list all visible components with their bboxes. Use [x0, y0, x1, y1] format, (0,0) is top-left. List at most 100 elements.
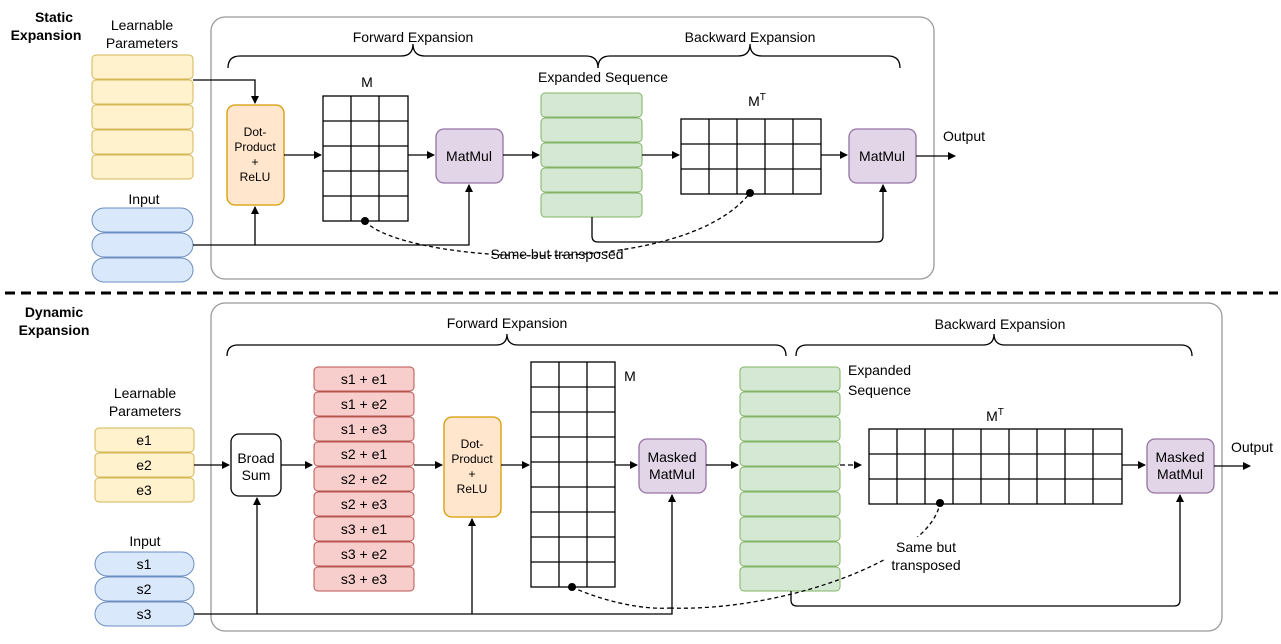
dot-product-text: + [251, 155, 258, 169]
dynamic-same-transposed-2: transposed [891, 557, 960, 573]
dynamic-section: Dynamic Expansion Learnable Parameters e… [19, 302, 1273, 632]
dynamic-expanded-seq-label-2: Sequence [848, 382, 911, 398]
static-input-label: Input [128, 191, 159, 207]
broadcast-sums: s1 + e1 s1 + e2 s1 + e3 s2 + e1 s2 + e2 … [313, 366, 415, 592]
dot-product-text: + [468, 467, 475, 481]
param-block [91, 154, 194, 180]
static-output-label: Output [943, 128, 985, 144]
broad-sum-text: Broad [237, 450, 274, 466]
dot-product-text: ReLU [457, 482, 488, 496]
seq-block [739, 391, 841, 417]
dynamic-section-title-line1: Dynamic [25, 304, 84, 320]
seq-block [540, 92, 643, 118]
sum-label: s1 + e3 [341, 421, 388, 437]
static-section-title-line2: Expansion [11, 27, 82, 43]
static-mt-label: MT [748, 92, 766, 109]
sum-block [313, 541, 415, 567]
dot-product-relu-box [443, 416, 502, 518]
dot-product-text: Product [234, 140, 276, 154]
input-label: s3 [137, 606, 152, 622]
dynamic-forward-label: Forward Expansion [447, 315, 568, 331]
seq-block [739, 516, 841, 542]
input-label: s2 [137, 581, 152, 597]
dynamic-connectors [194, 461, 1251, 615]
input-token [91, 207, 194, 233]
dynamic-container [210, 302, 1223, 632]
dynamic-learnable-label-2: Parameters [109, 403, 181, 419]
seq-block [739, 416, 841, 442]
sum-label: s3 + e2 [341, 546, 388, 562]
static-m-label: M [361, 74, 373, 90]
dynamic-section-title-line2: Expansion [19, 322, 90, 338]
param-block [91, 54, 194, 80]
seq-block [739, 541, 841, 567]
seq-block [540, 117, 643, 143]
sum-label: s2 + e1 [341, 446, 388, 462]
static-section: Static Expansion Learnable Parameters In… [11, 9, 985, 283]
seq-block [540, 167, 643, 193]
input-token [94, 576, 195, 602]
broad-sum-text: Sum [242, 467, 271, 483]
seq-block [739, 566, 841, 592]
backward-brace [795, 333, 1193, 357]
forward-brace [226, 333, 787, 357]
dot-product-text: Product [451, 452, 493, 466]
sum-block [313, 566, 415, 592]
dynamic-input-tokens: s1 s2 s3 [94, 551, 195, 627]
dynamic-expanded-seq-label-1: Expanded [848, 362, 911, 378]
seq-block [739, 441, 841, 467]
static-forward-label: Forward Expansion [353, 29, 474, 45]
static-section-title-line1: Static [35, 9, 73, 25]
input-token [94, 551, 195, 577]
backward-brace [597, 43, 901, 69]
sum-block [313, 416, 415, 442]
input-token [91, 257, 194, 283]
masked-matmul-text: Masked [647, 449, 696, 465]
matmul-box [435, 128, 504, 184]
sum-label: s2 + e3 [341, 496, 388, 512]
dot-product-text: Dot- [461, 437, 484, 451]
dot-product-text: ReLU [240, 170, 271, 184]
static-input-tokens [91, 207, 194, 283]
sum-block [313, 466, 415, 492]
sum-label: s3 + e3 [341, 571, 388, 587]
param-block [94, 427, 195, 453]
dynamic-learnable-label-1: Learnable [114, 385, 176, 401]
param-label: e2 [136, 457, 152, 473]
static-learnable-label-2: Parameters [106, 35, 178, 51]
same-transposed-bg [885, 537, 967, 575]
param-label: e3 [136, 482, 152, 498]
matmul-text: MatMul [446, 148, 492, 164]
masked-matmul-box [638, 438, 707, 494]
static-container [210, 16, 935, 280]
sum-label: s2 + e2 [341, 471, 388, 487]
sum-label: s1 + e1 [341, 371, 388, 387]
seq-block [739, 466, 841, 492]
seq-block [739, 366, 841, 392]
param-block [91, 104, 194, 130]
sum-label: s1 + e2 [341, 396, 388, 412]
input-label: s1 [137, 556, 152, 572]
seq-block [540, 192, 643, 218]
masked-matmul-text: MatMul [1157, 466, 1203, 482]
param-block [91, 79, 194, 105]
seq-block [739, 491, 841, 517]
forward-brace [227, 43, 599, 69]
static-learnable-params [91, 54, 194, 180]
static-expanded-seq-label: Expanded Sequence [538, 69, 668, 85]
masked-matmul-text: Masked [1155, 449, 1204, 465]
dynamic-expanded-sequence [739, 366, 841, 592]
dynamic-backward-label: Backward Expansion [935, 316, 1066, 332]
seq-block [540, 142, 643, 168]
dynamic-matrix-m [530, 361, 616, 588]
masked-matmul-text: MatMul [649, 466, 695, 482]
static-backward-label: Backward Expansion [685, 29, 816, 45]
dot-product-text: Dot- [244, 125, 267, 139]
param-block [94, 477, 195, 503]
static-expanded-sequence [540, 92, 643, 218]
static-learnable-label-1: Learnable [111, 17, 173, 33]
static-connectors [193, 79, 956, 257]
static-matrix-m [322, 95, 409, 222]
dynamic-matrix-mt [868, 428, 1123, 505]
